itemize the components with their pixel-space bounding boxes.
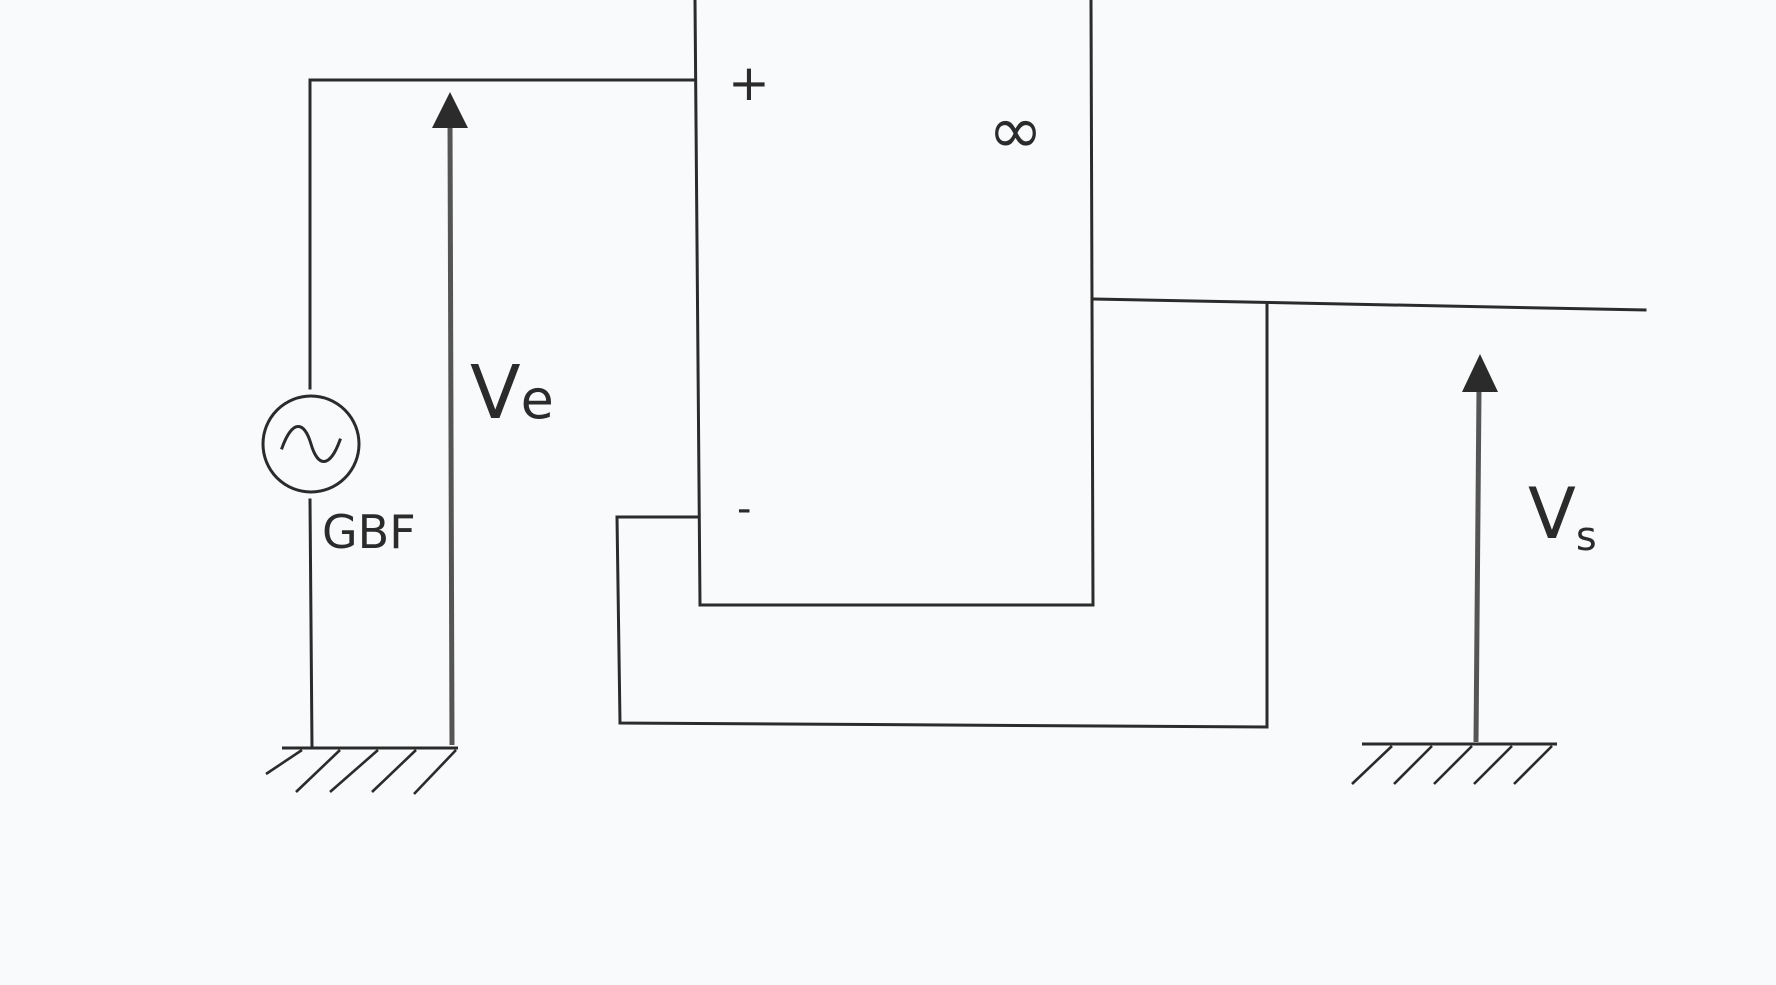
output-ground (1351, 742, 1557, 785)
output-arrow-line (1473, 389, 1482, 743)
input-arrow-head (432, 92, 468, 128)
input-voltage-label: Ve (470, 350, 554, 436)
source-label: GBF (322, 505, 416, 559)
input-voltage-arrow: Ve (432, 92, 554, 746)
output-arrow-head (1462, 354, 1498, 392)
output-voltage-label: Vs (1528, 473, 1597, 560)
input-wire-top (308, 78, 697, 390)
opamp-gain-label: ∞ (988, 92, 1043, 169)
input-wire-bottom (308, 498, 314, 750)
opamp-body (693, 0, 1095, 607)
opamp-minus-label: - (737, 486, 751, 532)
output-voltage-arrow: Vs (1462, 354, 1597, 743)
feedback-wire (615, 302, 1269, 729)
sine-wave-icon (280, 425, 342, 463)
input-ground (265, 746, 458, 795)
opamp-plus-label: + (728, 54, 770, 112)
opamp: + - ∞ (693, 0, 1095, 607)
ac-source-circle (261, 394, 361, 494)
output-wire (1092, 297, 1647, 312)
ac-source: GBF (261, 394, 416, 559)
input-arrow-line (447, 119, 455, 746)
